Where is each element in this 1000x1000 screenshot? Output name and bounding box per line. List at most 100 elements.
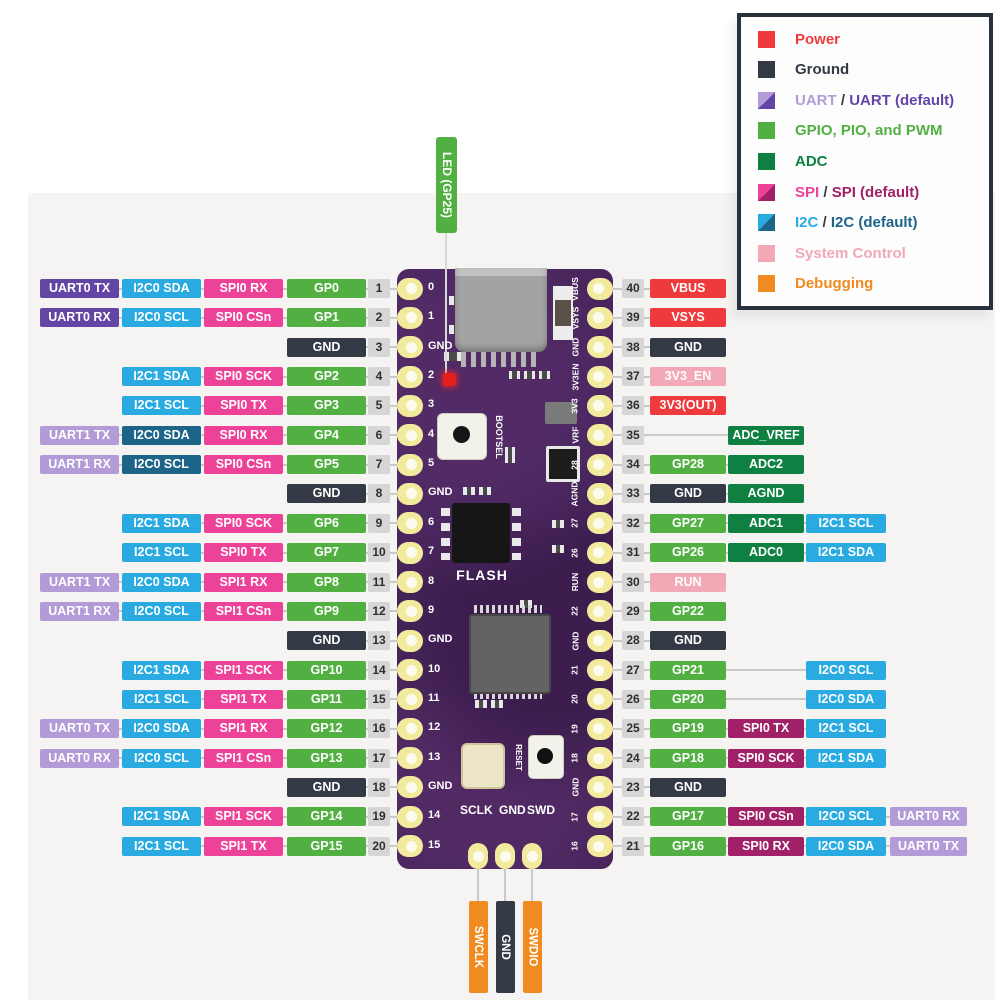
pin-function-box: GP11	[287, 689, 366, 709]
silkscreen-label-text: 19	[570, 724, 580, 734]
pin-pad-hole	[593, 576, 604, 588]
pin-function-box: GP28	[650, 455, 726, 475]
pin-pad-hole	[406, 723, 417, 735]
pin-function-box: SPI0 RX	[728, 836, 804, 856]
pin-pad-hole	[593, 752, 604, 764]
pin-function-box: GP14	[287, 807, 366, 827]
pin-function-box: SPI0 CSn	[204, 455, 283, 475]
pin-function-box: GP18	[650, 748, 726, 768]
silkscreen-label-text: RUN	[570, 572, 581, 592]
silkscreen-label: GND	[566, 774, 584, 800]
silkscreen-label-text: 26	[570, 547, 580, 558]
legend-swatch-power	[758, 30, 775, 48]
pin-function-box: UART1 TX	[40, 572, 119, 592]
rp2040-chip	[469, 614, 551, 694]
silkscreen-label: 12	[428, 721, 441, 734]
pin-pad-hole	[406, 283, 417, 294]
pin-number-chip: 9	[368, 513, 390, 533]
pin-function-box: SPI0 CSn	[728, 807, 804, 827]
silkscreen-label: GND	[428, 486, 453, 499]
pin-number-chip: 7	[368, 455, 390, 475]
legend-swatch-gpio	[758, 122, 775, 140]
flash-chip	[452, 503, 510, 563]
pin-function-box: UART0 TX	[40, 279, 119, 298]
flash-pins-right	[512, 508, 521, 560]
pin-function-box: I2C0 SDA	[806, 836, 886, 856]
pin-function-box: I2C1 SDA	[122, 660, 201, 680]
pin-pad-hole	[406, 576, 417, 588]
silkscreen-label: 10	[428, 662, 441, 675]
pin-number-chip: 6	[368, 425, 390, 445]
pin-pad-hole	[406, 371, 417, 383]
bootsel-silkscreen: BOOTSEL	[494, 415, 505, 459]
pin-function-box: SPI1 SCK	[204, 660, 283, 680]
pin-number-chip: 10	[368, 543, 390, 563]
pin-function-box: GP7	[287, 543, 366, 563]
pin-function-box: UART0 TX	[40, 719, 119, 739]
swd-connector-line	[504, 869, 506, 905]
pin-number-chip: 18	[368, 777, 390, 797]
pin-function-box: 3V3(OUT)	[650, 396, 726, 416]
legend-swatch-debug	[758, 275, 775, 293]
legend-row: SPI / SPI (default)	[741, 177, 989, 208]
pin-number-chip: 14	[368, 660, 390, 680]
smd-component	[552, 520, 564, 528]
pin-pad-hole	[593, 723, 604, 735]
pin-function-box: SPI0 SCK	[728, 748, 804, 768]
pin-function-box: GP19	[650, 719, 726, 739]
legend-label-part: Ground	[795, 61, 850, 79]
silkscreen-label: 3V3EN	[566, 363, 584, 390]
pin-pad-hole	[593, 605, 604, 617]
pin-pad-hole	[406, 341, 417, 353]
pin-function-box: SPI0 SCK	[204, 513, 283, 533]
pin-pad-hole	[593, 664, 604, 676]
pin-number-chip: 39	[622, 308, 644, 328]
pin-function-box: GND	[287, 484, 366, 504]
pin-function-box: ADC0	[728, 543, 804, 563]
pin-number-chip: 21	[622, 836, 644, 856]
pico-board	[397, 269, 613, 869]
smd-component	[539, 371, 550, 379]
pin-function-box: GP8	[287, 572, 366, 592]
legend-label-part: UART	[795, 91, 837, 109]
pin-pad-hole	[406, 488, 417, 500]
pin-function-box: I2C1 SCL	[122, 396, 201, 416]
pin-function-box: GP3	[287, 396, 366, 416]
pin-function-box: GP6	[287, 513, 366, 533]
swd-connector-line	[477, 869, 479, 905]
pin-pad-hole	[406, 605, 417, 617]
pin-number-chip: 4	[368, 367, 390, 387]
reset-silkscreen: RESET	[513, 743, 523, 771]
pin-pad-hole	[593, 547, 604, 559]
silkscreen-label: 9	[428, 603, 435, 616]
pin-pad-hole	[593, 371, 604, 383]
pin-function-box: GP2	[287, 367, 366, 387]
pin-pad-hole	[593, 341, 604, 353]
pin-number-chip: 27	[622, 660, 644, 680]
silkscreen-label-text: 16	[570, 841, 580, 851]
pin-function-box: I2C0 SCL	[122, 308, 201, 328]
silkscreen-label: 7	[428, 545, 435, 558]
pin-function-box: UART0 RX	[40, 308, 119, 328]
pin-function-box: SPI1 RX	[204, 719, 283, 739]
swd-label-text: SWCLK	[472, 925, 485, 969]
pin-function-box: I2C0 SDA	[806, 689, 886, 709]
pin-function-box: I2C1 SDA	[122, 807, 201, 827]
pin-function-box: UART1 TX	[40, 425, 119, 445]
silkscreen-label: 13	[428, 750, 441, 763]
pin-function-box: ADC2	[728, 455, 804, 475]
pin-function-box: SPI1 CSn	[204, 601, 283, 621]
pin-number-chip: 1	[368, 279, 390, 298]
pin-pad-hole	[593, 635, 604, 647]
legend-swatch-ground	[758, 61, 775, 79]
pin-pad-hole	[406, 840, 417, 852]
legend-row: ADC	[741, 146, 989, 177]
swd-pad-hole	[499, 851, 511, 862]
led-connector-line	[445, 230, 447, 376]
legend-row: Debugging	[741, 269, 989, 300]
silkscreen-label: 19	[566, 716, 584, 742]
pin-function-box: SPI1 RX	[204, 572, 283, 592]
legend-row: UART / UART (default)	[741, 85, 989, 116]
